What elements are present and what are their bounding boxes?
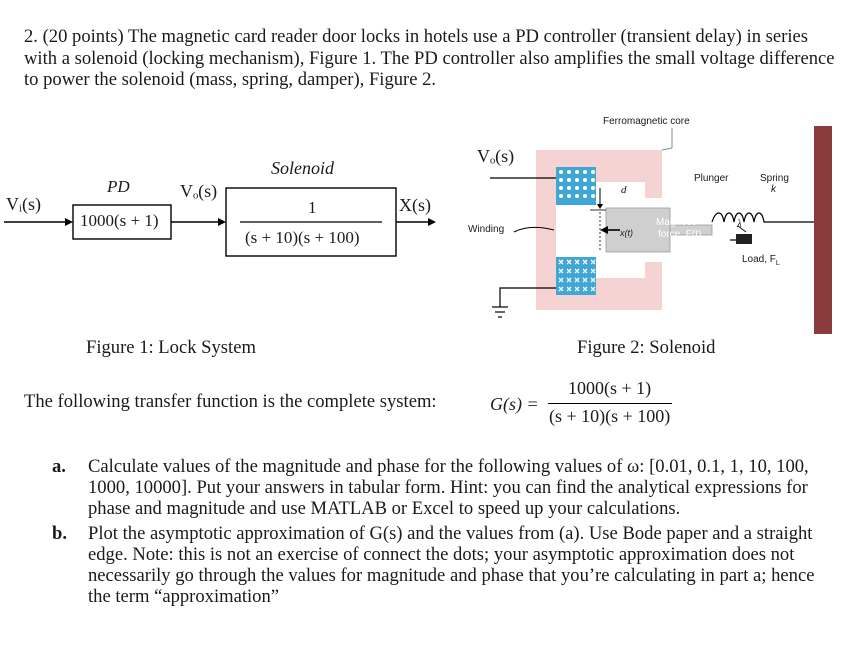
x-label: x(t) <box>620 228 633 238</box>
load-block <box>736 234 752 244</box>
winding-leader <box>513 226 555 233</box>
figure-2-solenoid-illustration <box>490 126 832 334</box>
system-sentence: The following transfer function is the c… <box>24 391 437 412</box>
problem-intro: 2. (20 points) The magnetic card reader … <box>24 26 835 90</box>
question-b-text: Plot the asymptotic approximation of G(s… <box>88 523 815 607</box>
spring-label: Spring <box>760 173 789 184</box>
spring <box>711 212 814 223</box>
figure-2-caption: Figure 2: Solenoid <box>577 337 716 358</box>
force-label-1: Magnetic <box>656 217 697 228</box>
input-label: Vᵢ(s) <box>6 194 41 214</box>
spring-k-label: k <box>771 184 776 195</box>
winding-label: Winding <box>468 224 505 235</box>
load-label: Load, FL <box>742 254 780 267</box>
solenoid-denominator: (s + 10)(s + 100) <box>245 228 360 247</box>
plunger-label: Plunger <box>694 173 729 184</box>
solenoid-title: Solenoid <box>271 158 334 178</box>
output-label: X(s) <box>399 195 431 215</box>
system-denominator: (s + 10)(s + 100) <box>549 406 671 426</box>
question-b: b. Plot the asymptotic approximation of … <box>48 523 838 607</box>
wall <box>814 126 832 334</box>
lambda-label: λ <box>737 218 742 230</box>
system-numerator: 1000(s + 1) <box>568 378 652 398</box>
question-b-label: b. <box>52 523 67 544</box>
question-a-label: a. <box>52 456 66 477</box>
d-label: d <box>621 184 627 196</box>
figure-1-caption: Figure 1: Lock System <box>86 337 256 358</box>
question-a-text: Calculate values of the magnitude and ph… <box>88 456 809 519</box>
figure-1-block-diagram <box>4 187 436 257</box>
core-label: Ferromagnetic core <box>603 116 690 127</box>
ground-wire <box>499 287 556 307</box>
system-fraction-bar <box>548 403 672 405</box>
winding-top <box>556 167 596 205</box>
question-a: a. Calculate values of the magnitude and… <box>48 456 838 519</box>
ground-symbol <box>492 306 508 318</box>
pd-title: PD <box>107 177 130 196</box>
system-lhs: G(s) = <box>490 394 539 414</box>
solenoid-numerator: 1 <box>308 198 317 217</box>
vo-label: Vₒ(s) <box>477 146 515 166</box>
force-label-2: force, F(t) <box>658 229 702 240</box>
pd-transfer-function: 1000(s + 1) <box>80 211 159 230</box>
mid-signal-label: Vₒ(s) <box>180 181 218 201</box>
winding-bottom <box>556 257 596 295</box>
questions-list: a. Calculate values of the magnitude and… <box>48 456 838 611</box>
